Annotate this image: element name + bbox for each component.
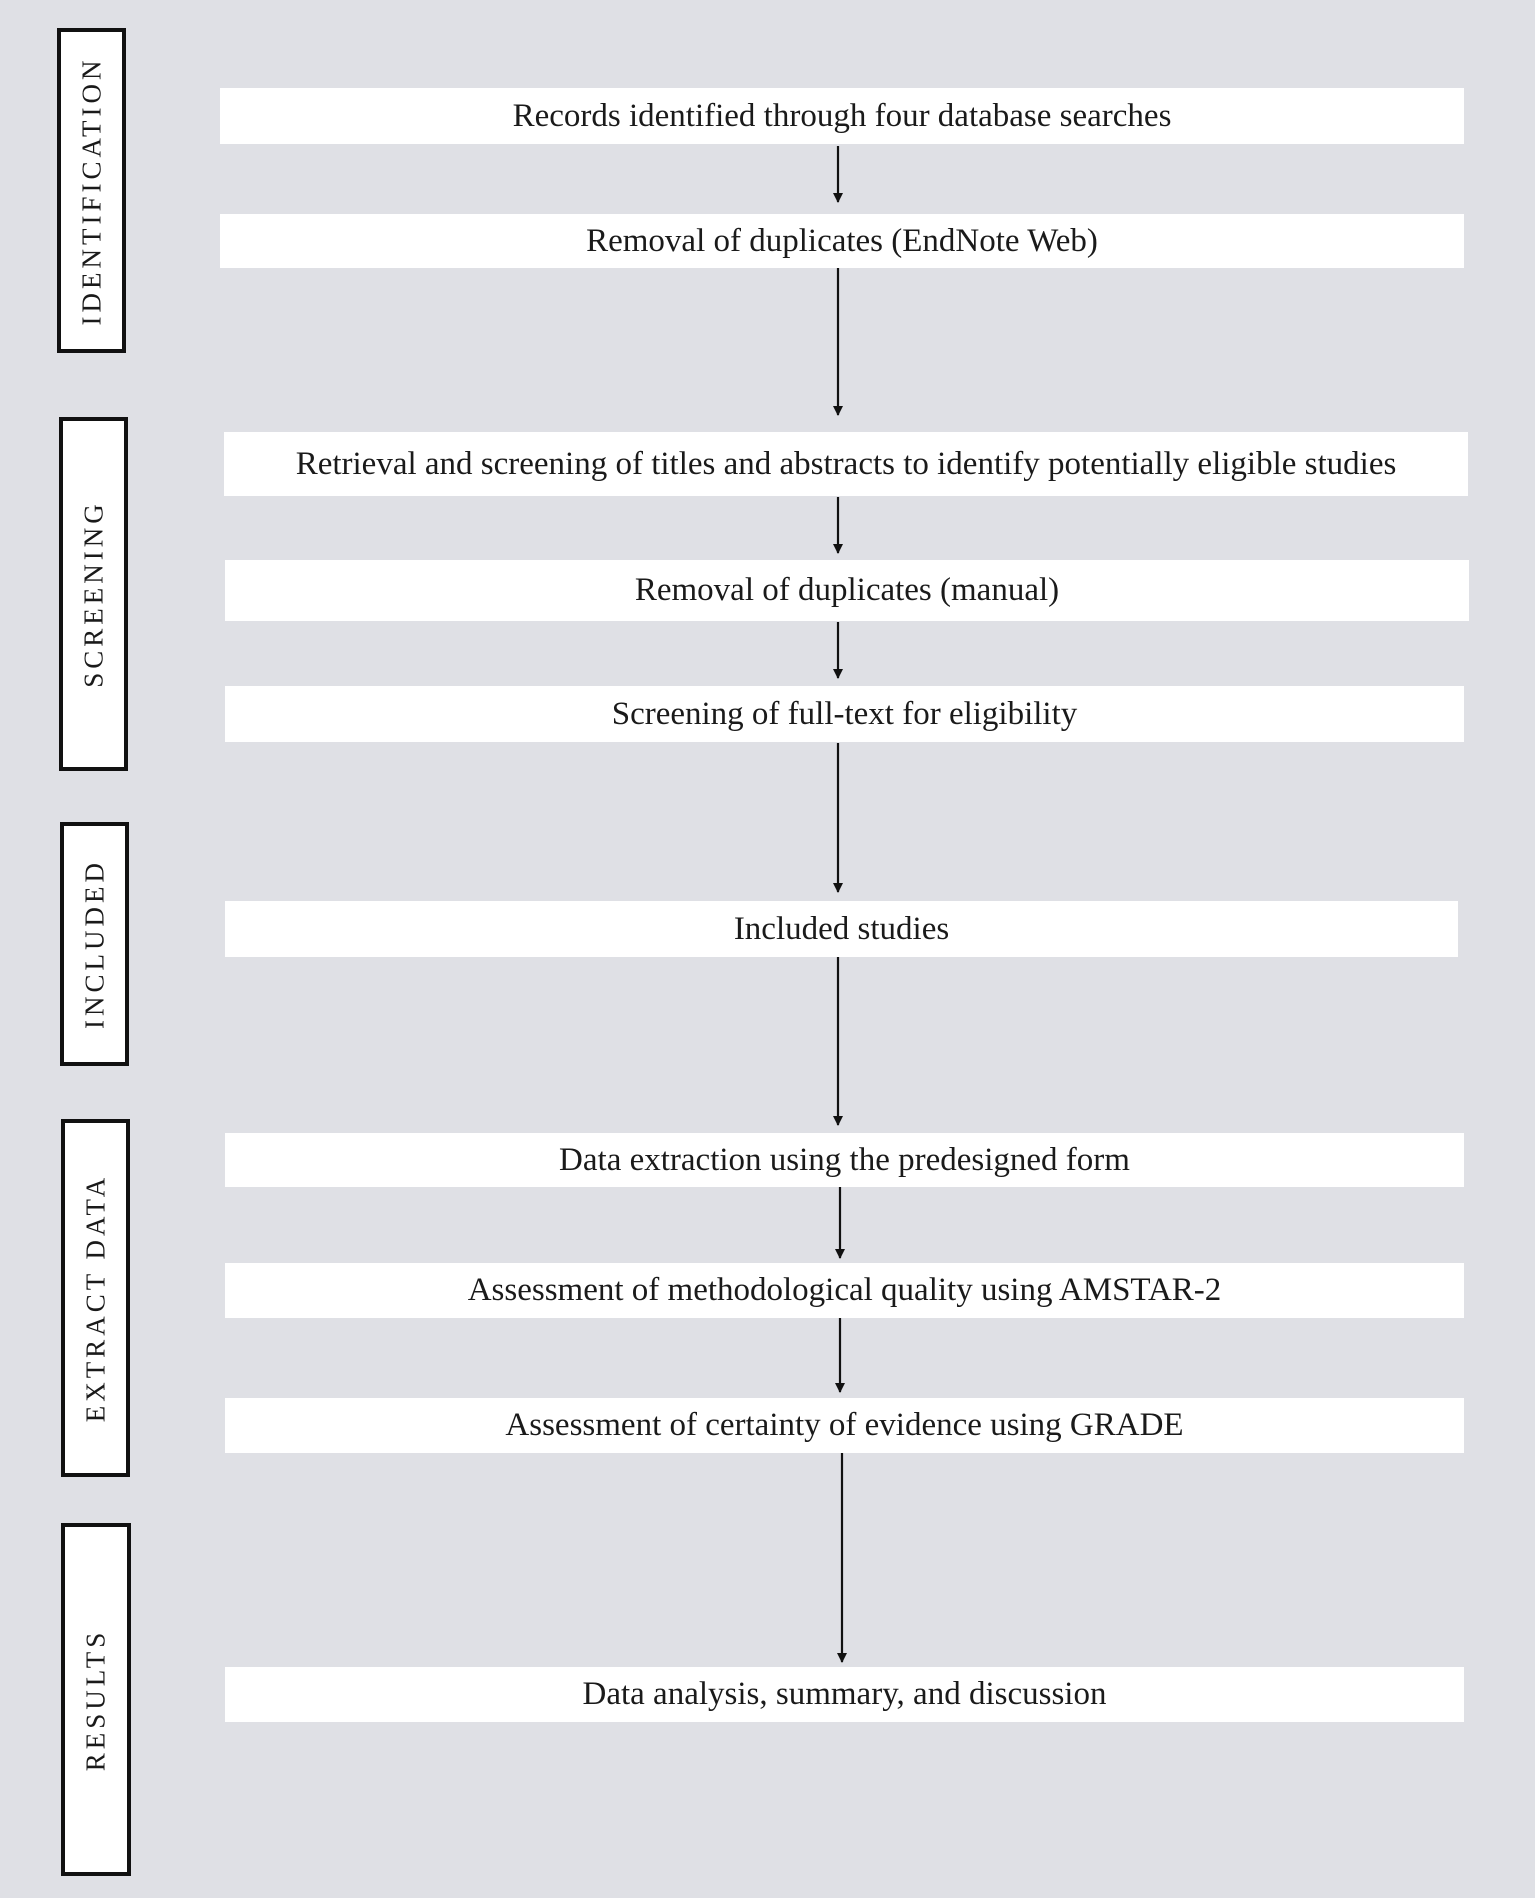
step-label: Screening of full-text for eligibility xyxy=(611,695,1078,732)
step-data-analysis: Data analysis, summary, and discussion xyxy=(225,1667,1464,1722)
step-label: Assessment of methodological quality usi… xyxy=(467,1272,1222,1308)
step-label: Assessment of certainty of evidence usin… xyxy=(505,1407,1184,1443)
phase-label-identification: IDENTIFICATION xyxy=(76,56,106,325)
phase-extract-data: EXTRACT DATA xyxy=(61,1119,130,1477)
phase-included: INCLUDED xyxy=(60,822,129,1066)
step-label: Removal of duplicates (manual) xyxy=(634,572,1060,608)
step-label: Data analysis, summary, and discussion xyxy=(582,1676,1107,1712)
step-removal-duplicates-endnote: Removal of duplicates (EndNote Web) xyxy=(220,214,1464,268)
step-amstar-assessment: Assessment of methodological quality usi… xyxy=(225,1263,1464,1318)
step-included-studies: Included studies xyxy=(225,901,1458,957)
phase-label-results: RESULTS xyxy=(80,1628,111,1771)
phase-label-screening: SCREENING xyxy=(78,500,108,688)
step-retrieval-screening: Retrieval and screening of titles and ab… xyxy=(224,432,1468,496)
step-label: Included studies xyxy=(733,910,950,947)
step-grade-assessment: Assessment of certainty of evidence usin… xyxy=(225,1398,1464,1453)
step-data-extraction: Data extraction using the predesigned fo… xyxy=(225,1133,1464,1187)
step-label: Retrieval and screening of titles and ab… xyxy=(295,445,1397,482)
phase-label-included: INCLUDED xyxy=(79,859,109,1029)
step-removal-duplicates-manual: Removal of duplicates (manual) xyxy=(225,560,1469,621)
step-records-identified: Records identified through four database… xyxy=(220,88,1464,144)
step-label: Data extraction using the predesigned fo… xyxy=(559,1141,1130,1178)
phase-label-extract-data: EXTRACT DATA xyxy=(80,1173,110,1423)
phase-screening: SCREENING xyxy=(59,417,128,771)
step-label: Removal of duplicates (EndNote Web) xyxy=(586,222,1098,259)
step-screening-full-text: Screening of full-text for eligibility xyxy=(225,686,1464,742)
step-label: Records identified through four database… xyxy=(512,97,1172,134)
phase-results: RESULTS xyxy=(61,1523,131,1876)
phase-identification: IDENTIFICATION xyxy=(57,28,126,353)
